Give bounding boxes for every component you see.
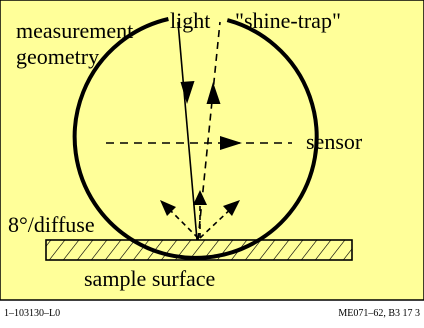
diffuse-arrowhead-right-icon [223,200,240,216]
sample-surface-block [45,239,353,261]
measurement-label: measurement [16,18,133,43]
sensor-arrowhead-icon [220,136,242,150]
diffuse-arrowhead-center-icon [193,190,207,205]
shine-trap-arrowhead-icon [206,82,221,104]
footer-right-code: ME071–62, B3 17 3 [338,308,420,319]
sensor-label: sensor [306,129,363,154]
light-arrowhead-icon [180,81,195,104]
light-label: light [170,8,210,33]
angle-label: 8°/diffuse [8,212,95,237]
footer-left-code: 1–103130–L0 [4,308,60,319]
sphere-bottom-port [176,230,193,242]
sample-surface-label: sample surface [84,266,215,291]
diffuse-arrowhead-left-icon [160,200,176,216]
geometry-label: geometry [16,44,99,69]
shine-trap-label: "shine-trap" [235,8,341,33]
